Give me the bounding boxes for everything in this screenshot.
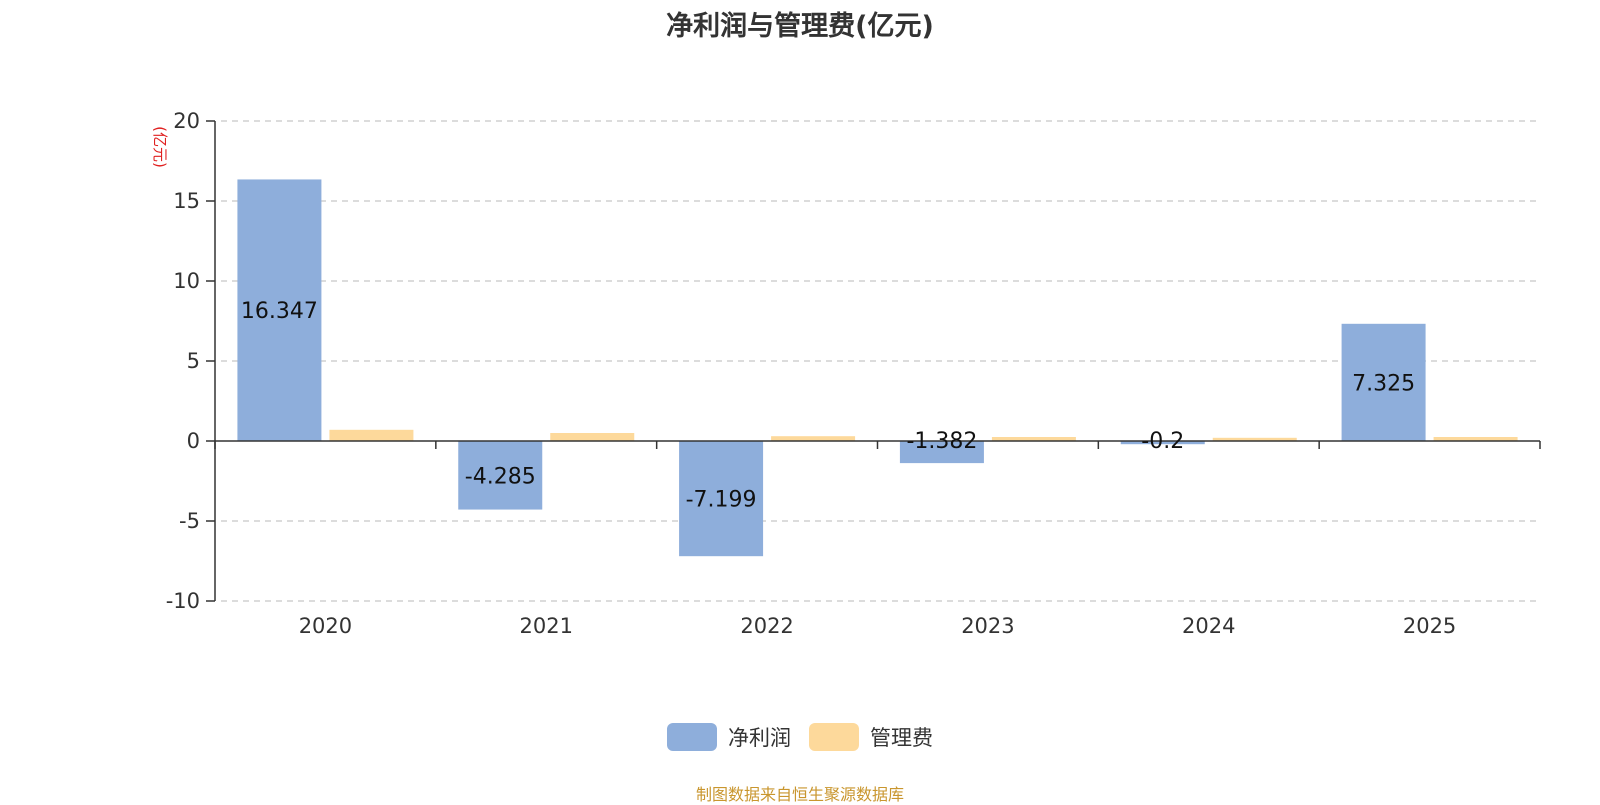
bar-admin-expense-2022[interactable] xyxy=(771,436,856,441)
legend: 净利润 管理费 xyxy=(0,722,1600,752)
chart-title: 净利润与管理费(亿元) xyxy=(666,11,934,42)
bar-admin-expense-2023[interactable] xyxy=(991,437,1076,441)
bar-admin-expense-2025[interactable] xyxy=(1433,437,1518,441)
y-tick-label: 10 xyxy=(173,269,200,293)
bar-admin-expense-2020[interactable] xyxy=(329,429,414,441)
bar-net-profit-2020[interactable] xyxy=(237,179,322,441)
x-tick-label: 2023 xyxy=(961,614,1014,638)
y-tick-label: 5 xyxy=(187,349,200,373)
data-label: -7.199 xyxy=(686,488,757,513)
legend-item-admin-expense[interactable]: 管理费 xyxy=(809,722,933,752)
legend-swatch-net-profit xyxy=(667,723,717,751)
bar-admin-expense-2024[interactable] xyxy=(1212,437,1297,441)
legend-item-net-profit[interactable]: 净利润 xyxy=(667,722,791,752)
y-tick-label: -10 xyxy=(166,589,200,613)
bar-net-profit-2022[interactable] xyxy=(679,441,764,557)
y-axis-title: (亿元) xyxy=(151,126,169,168)
y-tick-label: -5 xyxy=(179,509,200,533)
data-labels: 16.347 -4.285 -7.199 -1.382 -0.2 7.325 xyxy=(241,299,1415,512)
x-tick-label: 2025 xyxy=(1403,614,1456,638)
data-label: -4.285 xyxy=(465,464,536,489)
bar-net-profit-2024[interactable] xyxy=(1120,441,1205,445)
x-tick-label: 2024 xyxy=(1182,614,1235,638)
x-tick-label: 2020 xyxy=(299,614,352,638)
bar-net-profit-2021[interactable] xyxy=(458,441,543,510)
bars xyxy=(237,179,1518,557)
y-tick-label: 0 xyxy=(187,429,200,453)
source-note: 制图数据来自恒生聚源数据库 xyxy=(695,785,904,804)
data-label: -0.2 xyxy=(1141,429,1184,454)
y-tick-label: 20 xyxy=(173,109,200,133)
data-label: 7.325 xyxy=(1352,371,1415,396)
x-tick-label: 2021 xyxy=(520,614,573,638)
bar-net-profit-2025[interactable] xyxy=(1341,323,1426,441)
y-tick-label: 15 xyxy=(173,189,200,213)
legend-swatch-admin-expense xyxy=(809,723,859,751)
legend-label-admin-expense: 管理费 xyxy=(870,726,933,750)
bar-admin-expense-2021[interactable] xyxy=(550,433,635,441)
legend-label-net-profit: 净利润 xyxy=(728,726,791,750)
x-tick-label: 2022 xyxy=(740,614,793,638)
bar-net-profit-2023[interactable] xyxy=(899,441,984,464)
data-label: -1.382 xyxy=(906,429,977,454)
data-label: 16.347 xyxy=(241,299,318,324)
